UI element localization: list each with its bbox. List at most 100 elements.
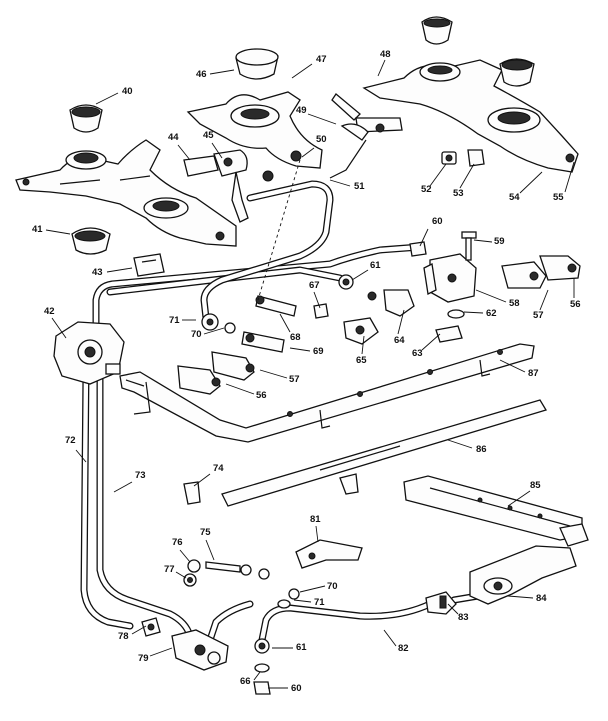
bracket-63 <box>435 325 463 343</box>
callout-label-c68: 68 <box>290 332 301 343</box>
callout-label-c50: 50 <box>316 134 327 145</box>
callout-leader-c49 <box>307 113 337 125</box>
callout-leader-c55 <box>564 161 575 193</box>
fitting-70-71-lower <box>277 588 300 609</box>
callout-leader-c46 <box>209 69 235 75</box>
callout-label-c60b: 60 <box>291 683 302 694</box>
orifice-68 <box>255 295 297 317</box>
burner-cap-46 <box>235 48 279 80</box>
callout-label-c48: 48 <box>380 49 391 60</box>
regulator-42 <box>53 321 125 385</box>
callout-leader-c87 <box>499 359 526 373</box>
callout-label-c54: 54 <box>509 192 520 203</box>
callout-leader-c50 <box>301 147 315 158</box>
gas-supply-tubing <box>80 180 494 644</box>
callout-label-c87: 87 <box>528 368 539 379</box>
orifice-57-right <box>501 261 547 289</box>
right-burner-assembly-48 <box>362 59 579 173</box>
fitting-70-71 <box>201 313 236 334</box>
callout-label-c62: 62 <box>486 308 497 319</box>
broiler-burner-tube-84 <box>469 545 577 605</box>
nut-76-77 <box>183 559 270 587</box>
orifice-83 <box>425 591 457 615</box>
support-bar-86 <box>221 399 547 507</box>
callout-label-c77: 77 <box>164 564 175 575</box>
callout-label-c42: 42 <box>44 306 55 317</box>
callout-label-c85: 85 <box>530 480 541 491</box>
callout-leader-c69 <box>289 347 311 352</box>
valve-58 <box>423 253 477 303</box>
callout-label-c41: 41 <box>32 224 43 235</box>
valve-79 <box>171 629 229 671</box>
callout-label-c74: 74 <box>213 463 224 474</box>
callout-label-c66: 66 <box>240 676 251 687</box>
callout-label-c61b: 61 <box>296 642 307 653</box>
callout-leader-c81 <box>315 525 319 543</box>
callout-leader-c68 <box>279 313 291 333</box>
callout-leader-c72 <box>75 449 87 463</box>
orifice-57-left <box>211 351 255 381</box>
callout-label-c82: 82 <box>398 643 409 654</box>
callout-label-c70b: 70 <box>327 581 338 592</box>
callout-leader-c75 <box>205 539 215 561</box>
callout-label-c76: 76 <box>172 537 183 548</box>
callout-label-c75: 75 <box>200 527 211 538</box>
callout-label-c63: 63 <box>412 348 423 359</box>
callout-label-c43: 43 <box>92 267 103 278</box>
callout-leader-c40 <box>95 92 119 105</box>
callout-leader-c78 <box>131 625 147 635</box>
callout-label-c44: 44 <box>168 132 179 143</box>
callout-leader-c61a <box>351 269 369 281</box>
callout-leader-c53 <box>459 163 475 189</box>
callout-leader-c58 <box>475 289 507 303</box>
callout-leader-c41 <box>45 229 71 235</box>
callout-leader-c60a <box>419 228 429 247</box>
callout-label-c46: 46 <box>196 69 207 80</box>
center-burner-47 <box>186 91 323 169</box>
fitting-78 <box>141 617 161 637</box>
callout-leader-c84 <box>507 595 534 599</box>
callout-leader-c57b <box>259 369 288 379</box>
callout-label-c71b: 71 <box>314 597 325 608</box>
callout-leader-c64 <box>397 309 405 335</box>
callout-leader-c62 <box>463 311 484 314</box>
callout-label-c64: 64 <box>394 335 405 346</box>
callout-label-c60a: 60 <box>432 216 443 227</box>
pin-75 <box>205 561 241 573</box>
callout-leader-c86 <box>447 439 473 449</box>
callout-label-c65: 65 <box>356 355 367 366</box>
callout-label-c47: 47 <box>316 54 327 65</box>
callout-leader-c85 <box>507 490 531 507</box>
burner-valve-49-50 <box>329 93 403 179</box>
callout-leader-c73 <box>113 481 133 493</box>
callout-leader-c45 <box>211 142 223 159</box>
callout-leader-c70a <box>203 327 225 335</box>
callout-leader-c63 <box>421 333 441 351</box>
valve-64 <box>367 289 415 317</box>
manifold-pipe-87 <box>119 343 535 443</box>
callout-label-c57a: 57 <box>533 310 544 321</box>
fitting-52 <box>441 151 457 165</box>
callout-leader-c70b <box>299 585 326 593</box>
callout-label-c67: 67 <box>309 280 320 291</box>
burner-cap-right-top <box>421 16 453 45</box>
callout-leader-c76 <box>179 549 191 563</box>
callout-leader-c51 <box>329 179 351 187</box>
callout-leader-c83 <box>447 603 459 615</box>
callout-label-c72: 72 <box>65 435 76 446</box>
callout-leader-c71b <box>293 599 312 603</box>
callout-leader-c48 <box>377 59 386 77</box>
callout-label-c53: 53 <box>453 188 464 199</box>
callout-label-c49: 49 <box>296 105 307 116</box>
callout-leader-c47 <box>291 63 313 79</box>
valve-65 <box>343 317 379 345</box>
callout-label-c79: 79 <box>138 653 149 664</box>
callout-label-c83: 83 <box>458 612 469 623</box>
callout-label-c56b: 56 <box>256 390 267 401</box>
callout-leader-c43 <box>106 267 133 273</box>
callout-label-c78: 78 <box>118 631 129 642</box>
nuts-61-66-60-lower <box>253 638 271 695</box>
alignment-dashed-line <box>257 159 301 301</box>
